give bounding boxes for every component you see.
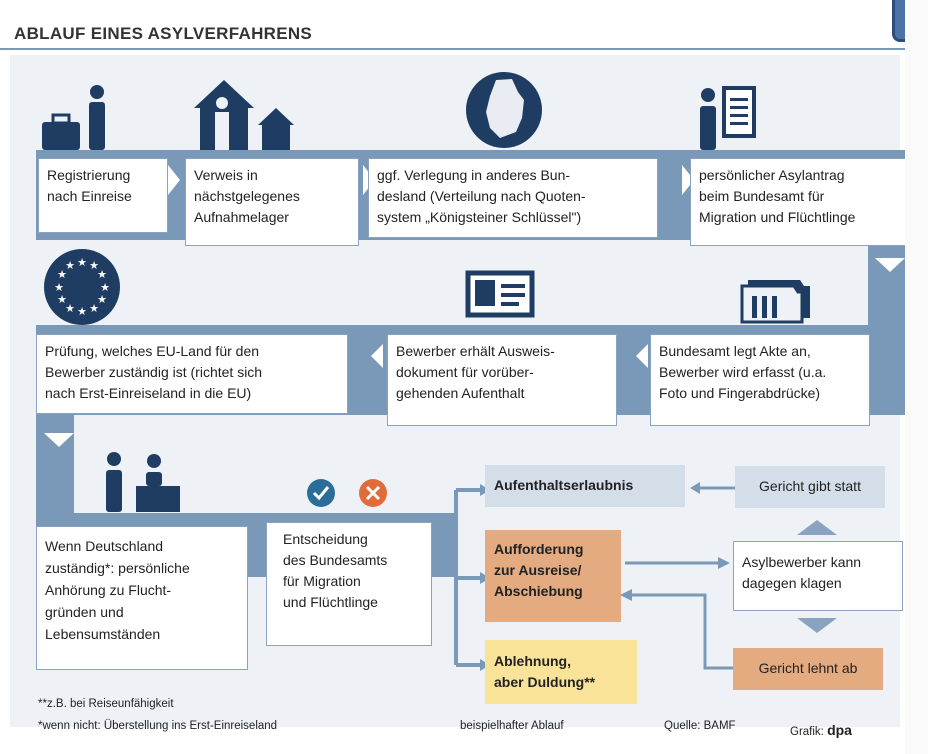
svg-text:★: ★ xyxy=(77,306,87,318)
chevron-down-icon xyxy=(44,433,74,447)
arrow-left-icon xyxy=(690,482,700,494)
step-referral-camp: Verweis in nächstgelegenes Aufnahmelager xyxy=(185,158,359,246)
step-decision: Entscheidung des Bundesamts für Migratio… xyxy=(266,522,432,646)
eu-flag-icon: ★★★ ★★★ ★★★ ★★★ xyxy=(44,249,120,325)
outcome-residence-permit: Aufenthaltserlaubnis xyxy=(485,465,685,507)
chevron-left-icon xyxy=(371,344,383,368)
chevron-left-icon xyxy=(636,344,648,368)
svg-text:★: ★ xyxy=(97,269,107,281)
person-document-icon xyxy=(700,86,756,150)
step-file-created: Bundesamt legt Akte an, Bewerber wird er… xyxy=(650,334,870,426)
id-card-icon xyxy=(465,270,535,318)
luggage-person-icon xyxy=(42,85,105,150)
court-rejects: Gericht lehnt ab xyxy=(733,648,883,690)
germany-map-icon xyxy=(466,72,542,148)
footnote-2: *wenn nicht: Überstellung ins Erst-Einre… xyxy=(38,720,278,732)
svg-text:★: ★ xyxy=(100,282,110,294)
step-asylum-application: persönlicher Asylantrag beim Bundesamt f… xyxy=(690,158,910,246)
houses-person-icon xyxy=(194,80,294,150)
source-note: Quelle: BAMF xyxy=(664,720,736,732)
arrow-right-icon xyxy=(718,557,730,569)
svg-text:★: ★ xyxy=(97,294,107,306)
cross-icon xyxy=(359,479,387,507)
svg-text:★: ★ xyxy=(89,303,99,315)
diamond-up-icon xyxy=(797,520,837,535)
folders-icon xyxy=(740,280,810,324)
svg-text:★: ★ xyxy=(65,303,75,315)
step-id-document: Bewerber erhält Ausweis- dokument für vo… xyxy=(387,334,617,426)
step-hearing: Wenn Deutschland zuständig*: persönliche… xyxy=(36,526,248,670)
footnote-1: **z.B. bei Reiseunfähigkeit xyxy=(38,698,174,710)
arrow-left-icon xyxy=(620,589,632,601)
court-appeal: Asylbewerber kann dagegen klagen xyxy=(733,541,903,611)
branch-lines xyxy=(454,488,482,667)
svg-text:★: ★ xyxy=(57,294,67,306)
chevron-right-icon xyxy=(682,165,694,195)
outcome-deportation: Aufforderung zur Ausreise/ Abschiebung xyxy=(485,530,621,622)
person-at-desk-icon xyxy=(106,452,180,512)
step-relocation: ggf. Verlegung in anderes Bun- desland (… xyxy=(368,158,658,238)
svg-text:★: ★ xyxy=(54,282,64,294)
graphic-credit: Grafik: dpa xyxy=(790,722,852,738)
graphic-label: Grafik: xyxy=(790,726,824,738)
right-edge-strip xyxy=(905,0,928,754)
title-rule xyxy=(0,48,905,50)
svg-text:★: ★ xyxy=(89,260,99,272)
svg-text:★: ★ xyxy=(77,257,87,269)
step-eu-check: Prüfung, welches EU-Land für den Bewerbe… xyxy=(36,334,348,414)
check-icon xyxy=(307,479,335,507)
svg-text:★: ★ xyxy=(57,269,67,281)
svg-text:★: ★ xyxy=(65,260,75,272)
outcome-tolerated-stay: Ablehnung, aber Duldung** xyxy=(485,640,637,704)
chevron-right-icon xyxy=(168,165,180,195)
example-note: beispielhafter Ablauf xyxy=(460,720,564,732)
diamond-down-icon xyxy=(797,618,837,633)
dpa-logo: dpa xyxy=(827,722,852,738)
chevron-down-icon xyxy=(875,258,905,272)
court-grants: Gericht gibt statt xyxy=(735,466,885,508)
step-registration: Registrierung nach Einreise xyxy=(38,158,168,233)
arrow-court-rejects xyxy=(630,593,733,670)
page-title: ABLAUF EINES ASYLVERFAHRENS xyxy=(14,24,313,43)
